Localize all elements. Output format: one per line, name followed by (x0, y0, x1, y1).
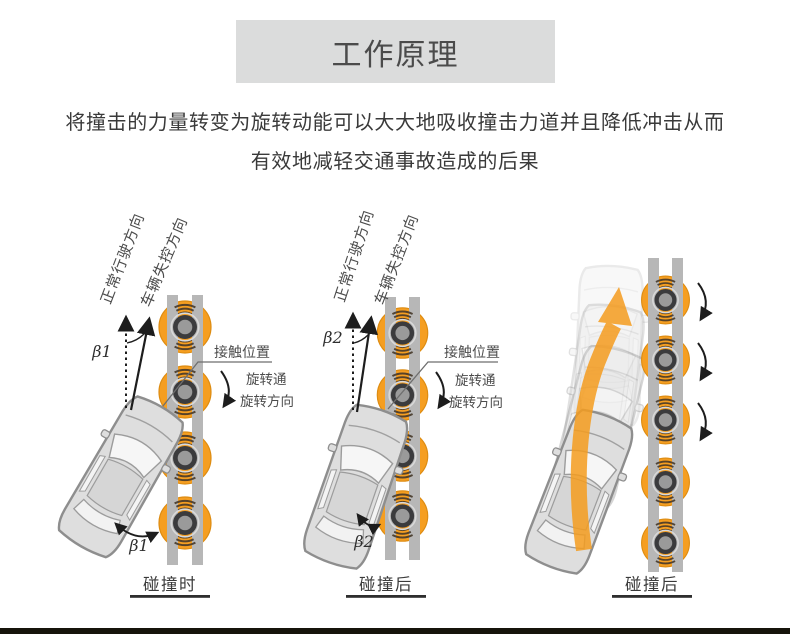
loss-of-control-label: 车辆失控方向 (371, 211, 422, 307)
rotation-arrow-icon (220, 370, 237, 409)
trajectory-arrow-shaft (570, 321, 622, 552)
loss-of-control-arrow (355, 315, 379, 413)
diagram-trajectory: 碰撞后 (512, 258, 713, 598)
section-title-box: 工作原理 (236, 20, 555, 83)
contact-position-label: 接触位置 (444, 344, 500, 361)
diagram-after-collision: β2 正常行驶方向 车辆失控方向 接触位置 旋转通 旋转方向 β2 碰撞后 (291, 207, 503, 598)
diagram-caption: 碰撞后 (359, 575, 413, 594)
rotation-label-1: 旋转通 (455, 373, 496, 389)
trajectory-arrow (570, 287, 632, 552)
rebound-angle-label: β2 (353, 532, 373, 551)
rotation-arrow-icon (697, 342, 713, 382)
caption-underline (130, 595, 210, 598)
next-section-edge (0, 628, 790, 634)
rebound-angle-arc (356, 512, 382, 536)
contact-position-label: 接触位置 (214, 344, 270, 361)
rebound-angle-arc (114, 522, 160, 544)
impact-angle-label: β1 (91, 342, 111, 361)
caption-underline (612, 595, 692, 598)
guardrail-post (409, 297, 420, 560)
section-title: 工作原理 (331, 37, 460, 73)
rotation-arrow-icon (697, 282, 713, 322)
angle-arc (353, 334, 369, 344)
diagram-during-collision: β1 正常行驶方向 车辆失控方向 接触位置 旋转通 旋转方向 β1 碰撞时 (46, 210, 294, 598)
contact-leader-line (387, 361, 498, 410)
description-text: 将撞击的力量转变为旋转动能可以大大地吸收撞击力道并且降低冲击从而 有效地减轻交通… (0, 103, 790, 181)
loss-of-control-label: 车辆失控方向 (137, 214, 191, 309)
trajectory-arrowhead-icon (598, 287, 632, 326)
description-line-2: 有效地减轻交通事故造成的后果 (250, 149, 540, 173)
barrier-3 (641, 258, 690, 572)
diagram-caption: 碰撞时 (143, 575, 197, 594)
rebound-angle-label: β1 (128, 536, 148, 555)
rotation-label-2: 旋转方向 (240, 394, 294, 410)
impact-angle-label: β2 (322, 328, 342, 347)
caption-underline (346, 595, 426, 598)
normal-direction-label: 正常行驶方向 (97, 210, 148, 306)
rotation-arrow-icon (435, 371, 452, 410)
description-line-1: 将撞击的力量转变为旋转动能可以大大地吸收撞击力道并且降低冲击从而 (65, 110, 725, 134)
angle-arc (126, 333, 145, 344)
loss-of-control-arrow (129, 316, 156, 411)
contact-leader-line (162, 361, 272, 407)
rotation-arrow-icon (697, 402, 713, 442)
rotation-label-2: 旋转方向 (449, 395, 503, 411)
guardrail-post (192, 295, 203, 565)
normal-direction-label: 正常行驶方向 (331, 207, 378, 304)
diagram-caption: 碰撞后 (625, 575, 679, 594)
rotation-label-1: 旋转通 (246, 372, 287, 388)
